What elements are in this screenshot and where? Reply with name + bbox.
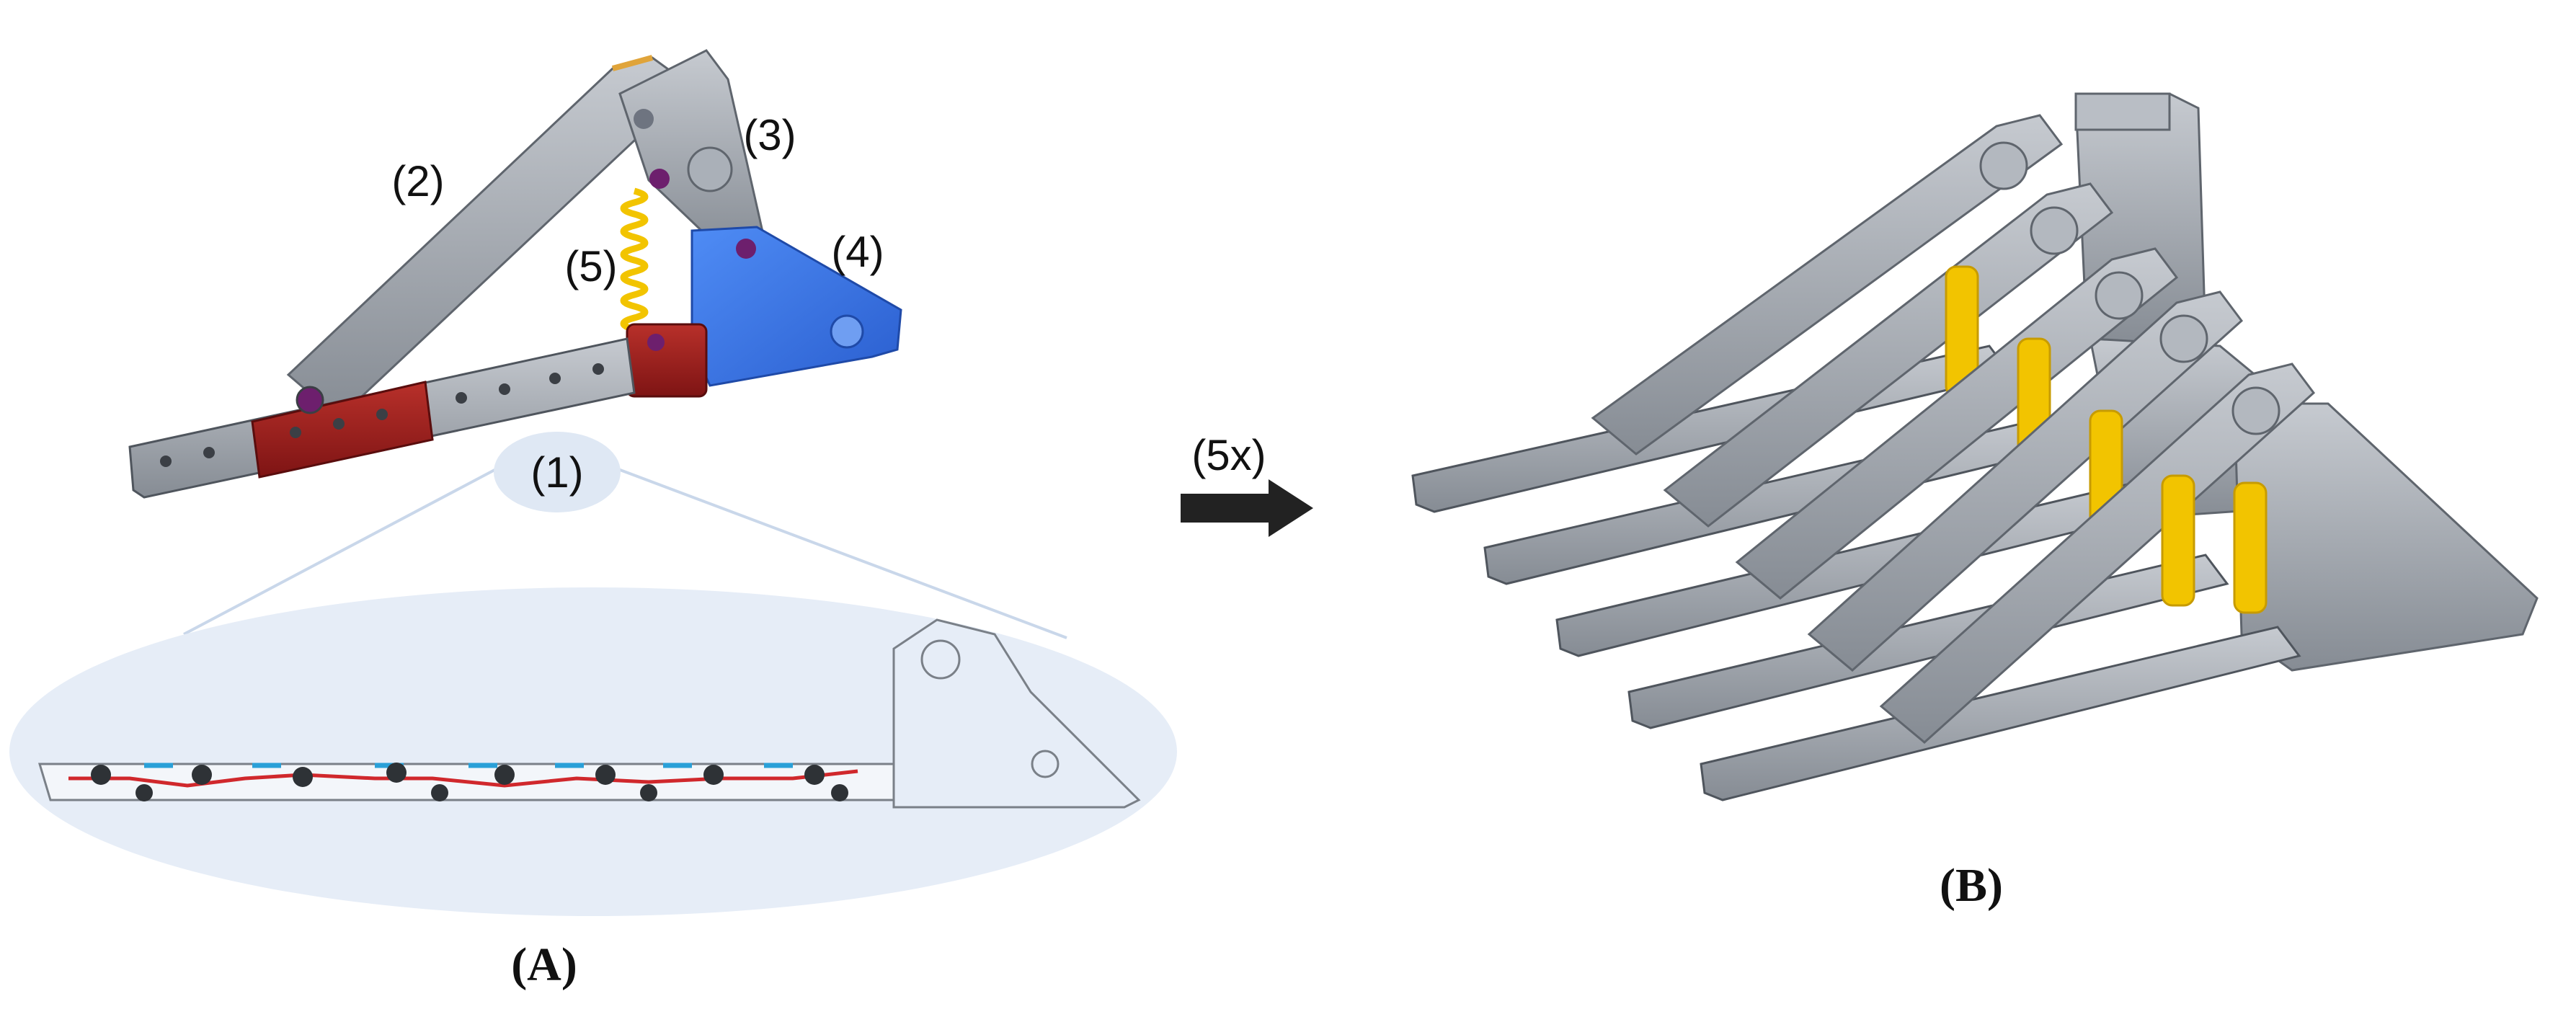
center-post-top [2074,92,2171,131]
long-link-edge [611,55,654,71]
panel-label-b: (B) [1940,859,2003,912]
schematic-base-outline [892,618,1141,809]
panel-label-a: (A) [511,938,577,991]
finger-rivets [160,363,604,467]
part-label-2: (2) [391,157,444,205]
part-label-3: (3) [743,111,796,159]
red-block [626,323,708,398]
part-label-4: (4) [831,228,884,276]
schematic-rollers [91,763,848,801]
finger-b-5 [1700,363,2316,801]
front-base [2233,402,2539,672]
finger-red-segments [251,381,434,479]
zoom-line-right [616,467,1067,639]
base-hole [830,314,864,349]
spring-a [620,187,649,345]
rocker-pin-mid [649,169,670,189]
spring-b-4 [2161,474,2195,607]
arrow-icon [1181,479,1313,537]
label-1-bubble [494,432,621,512]
base-pin [736,239,756,259]
panel-b-array: (B) [1411,92,2539,912]
zoom-schematic [37,618,1141,809]
link-joint-pin [296,386,324,414]
rocker-hole [687,146,733,192]
zoom-line-left [183,467,498,636]
red-block-pin [647,334,665,351]
panel-a-finger: (1) (2) (3) (4) (5) (A) [9,49,1177,991]
spring-b-5 [2233,481,2268,614]
zoom-bubble [9,587,1177,916]
part-label-5: (5) [564,242,617,290]
replication-arrow: (5x) [1181,431,1313,537]
rocker-pin-top [634,109,654,129]
arrow-label: (5x) [1191,431,1266,479]
part-label-1: (1) [530,448,583,497]
